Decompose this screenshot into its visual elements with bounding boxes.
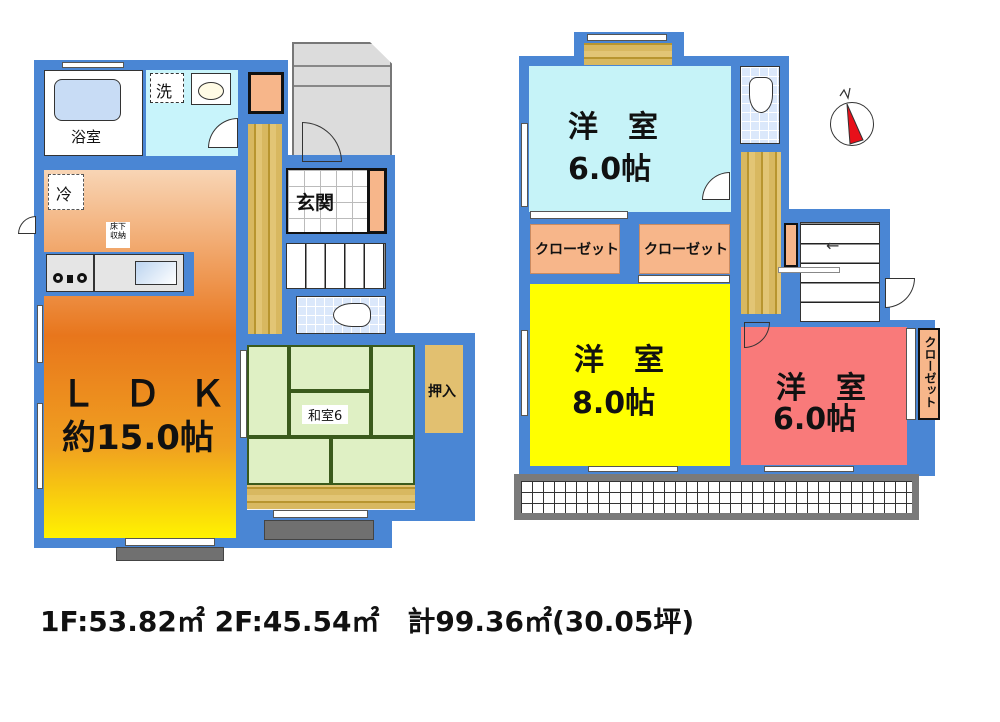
closet-3: クローゼット [918,328,940,420]
toilet-1f [296,296,386,334]
ldk-window-west-2[interactable] [37,403,43,489]
washroom-label: 洗 [156,82,173,101]
ldk-room [44,170,236,538]
washitsu-step [264,520,374,540]
area-summary: 1F:53.82㎡ 2F:45.54㎡ 計99.36㎡(30.05坪) [40,605,695,638]
floor2-plan: 洋 室 6.0帖 クローゼット クローゼット ← 洋 室 8.0帖 洋 室 6.… [514,32,940,520]
closet-doors-north[interactable] [530,211,628,219]
room-center [530,284,730,466]
bath-label: 浴室 [71,128,102,146]
sink-icon [191,73,231,105]
oshiire-label: 押入 [428,384,456,400]
entrance: 玄関 [286,168,374,234]
compass [830,87,874,146]
closet-doors-center[interactable] [638,275,730,283]
room-center-window-south[interactable] [588,466,678,472]
south-balcony [514,474,919,520]
room-center-window-west[interactable] [521,330,528,416]
washitsu-window-south[interactable] [273,510,368,518]
tatami-mat [247,345,289,437]
toilet-icon [749,77,773,113]
room-north-window-west[interactable] [521,123,528,207]
room-north-size: 6.0帖 [568,152,652,187]
entrance-label: 玄関 [296,192,335,214]
hallway-2f [741,152,781,314]
north-balcony [584,43,672,65]
toilet-2f [740,66,780,144]
bath-window[interactable] [62,62,124,68]
washroom: 洗 [146,70,238,156]
ldk-size: 約15.0帖 [62,418,214,458]
room-north-label: 洋 室 [568,110,658,145]
stair-direction-arrow-icon: ← [826,236,840,255]
room-north [529,66,731,212]
floor1-plan: 浴室 洗 玄関 冷 床下 収納 Ｌ Ｄ Ｋ 約15. [0,0,480,580]
ldk-window-south[interactable] [125,538,215,546]
closet-2-label: クローゼット [644,242,728,258]
kitchen-sink-icon [94,254,184,292]
bath-room: 浴室 [44,70,143,156]
room-east-size: 6.0帖 [773,402,857,437]
fridge-label: 冷 [56,185,73,204]
stove-icon [46,254,94,292]
closet-1-label: クローゼット [535,242,619,258]
closet-2: クローゼット [639,224,730,274]
porch-line [294,85,390,87]
room-center-label: 洋 室 [574,343,664,378]
room-north-window[interactable] [587,34,667,41]
storage-2f [784,223,798,267]
washitsu-label: 和室6 [302,405,349,424]
porch-line [294,65,390,67]
balcony-side-door[interactable] [885,278,915,308]
north-arrow-icon [839,87,864,145]
toilet-icon [333,303,371,327]
stair-handrail [778,267,840,273]
burner [77,273,87,283]
ldk-window-west-1[interactable] [37,305,43,363]
closet-1: クローゼット [530,224,620,274]
room-east-window-south[interactable] [764,466,854,472]
kitchen-sink-basin [135,261,177,285]
ldk-step [116,547,224,561]
tatami-mat [331,437,415,485]
room-east-label: 洋 室 [776,371,866,406]
burner [67,275,73,283]
closet-3-doors[interactable] [906,328,916,420]
oshiire: 押入 [425,345,463,433]
tatami-mat [371,345,415,437]
underfloor-storage: 床下 収納 [106,222,130,248]
closet-3-label: クローゼット [923,336,937,408]
tatami-mat [289,345,371,391]
fridge-spot: 冷 [48,174,84,210]
burner [53,273,63,283]
ldk-label: Ｌ Ｄ Ｋ [60,374,234,415]
shoe-closet [367,168,387,234]
room-east [741,327,907,465]
bathtub-icon [54,79,121,121]
tatami-mat [247,437,331,485]
stairs-1f[interactable] [286,243,386,289]
basin [198,82,224,100]
washitsu-window-west[interactable] [240,350,247,438]
room-center-size: 8.0帖 [572,386,656,421]
hallway-1f [248,124,282,334]
storage-1f [248,72,284,114]
washing-machine-spot: 洗 [150,73,184,103]
engawa [247,485,415,509]
